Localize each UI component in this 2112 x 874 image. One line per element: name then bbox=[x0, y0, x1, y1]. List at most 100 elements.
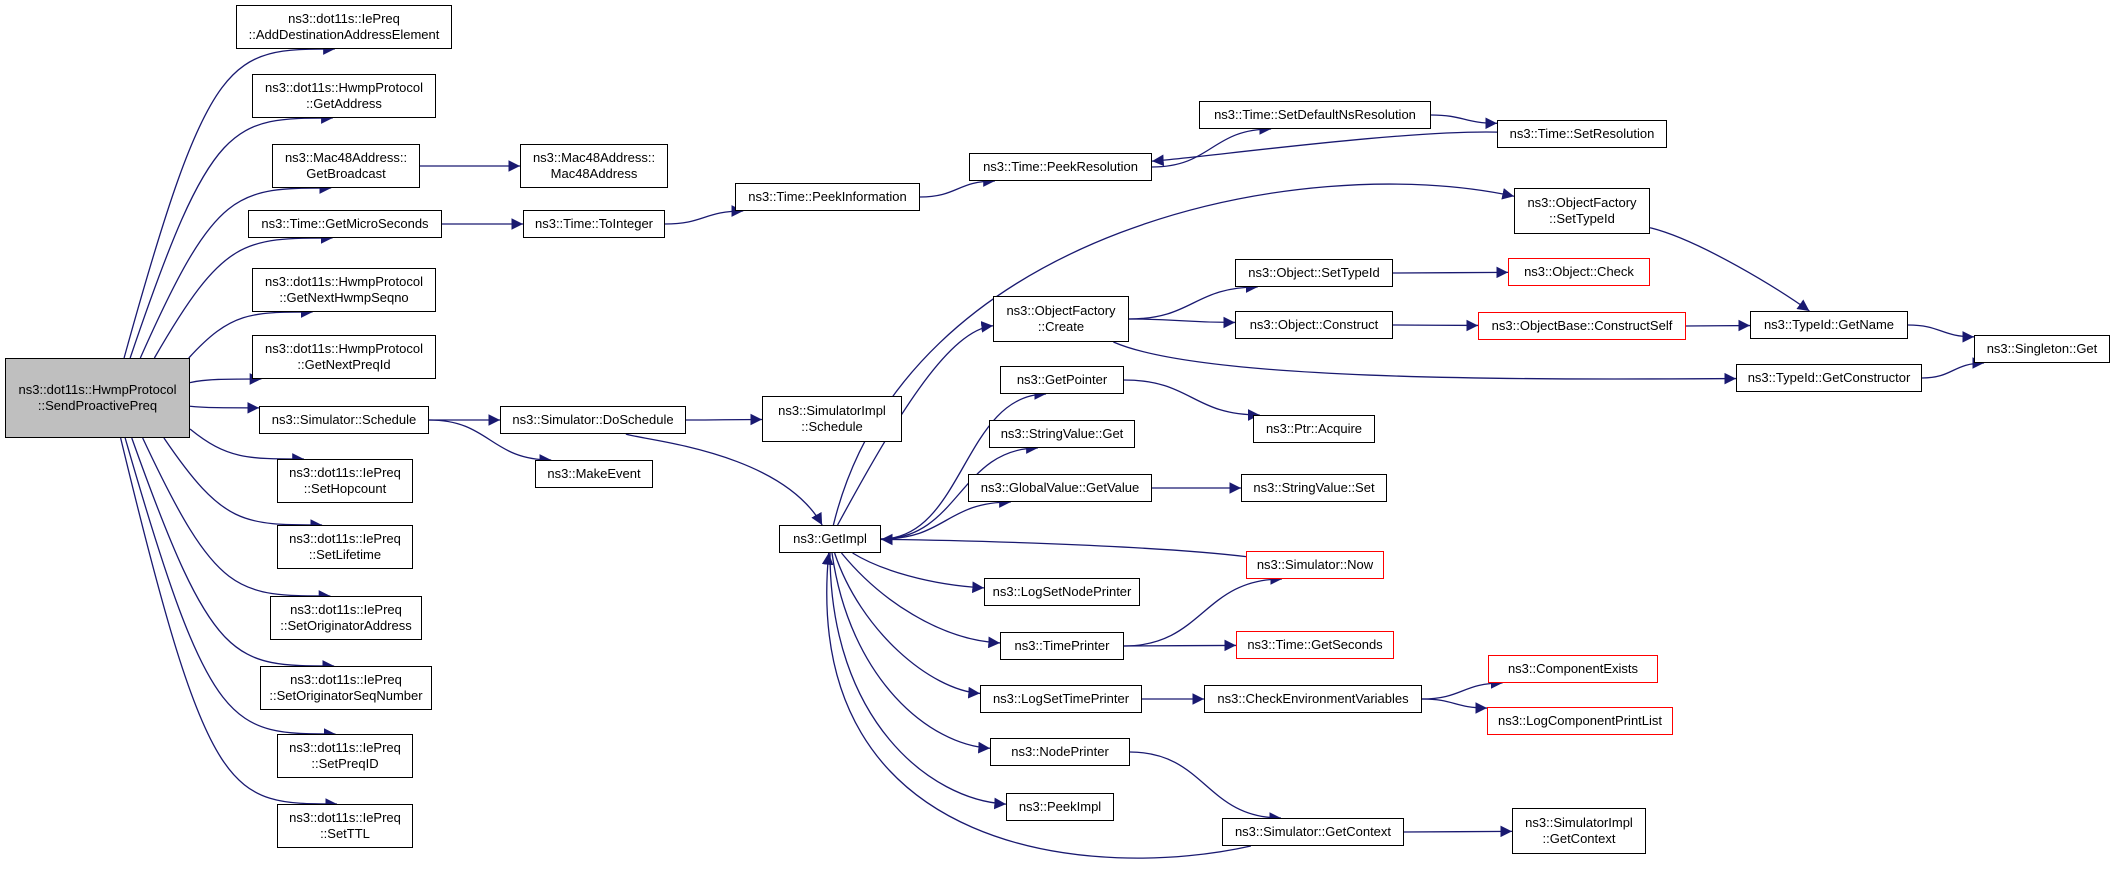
node-add-dest[interactable]: ns3::dot11s::IePreq::AddDestinationAddre… bbox=[236, 5, 452, 49]
edge-ofCreate-to-objSetTypeId bbox=[1128, 281, 1258, 320]
node-label-line: ns3::ObjectBase::ConstructSelf bbox=[1491, 318, 1673, 333]
node-schedule[interactable]: ns3::Simulator::Schedule bbox=[259, 406, 429, 434]
edge-checkEnv-to-compExists bbox=[1421, 677, 1503, 700]
node-type-get-name[interactable]: ns3::TypeId::GetName bbox=[1750, 311, 1908, 339]
node-label-line: ns3::TypeId::GetConstructor bbox=[1747, 370, 1911, 385]
edge-root-to-getBroadcast bbox=[139, 182, 332, 359]
node-set-hop[interactable]: ns3::dot11s::IePreq::SetHopcount bbox=[277, 459, 413, 503]
node-label-line: ::GetNextHwmpSeqno bbox=[279, 290, 409, 305]
node-label-line: ns3::dot11s::HwmpProtocol bbox=[265, 80, 423, 95]
node-peek-impl[interactable]: ns3::PeekImpl bbox=[1006, 793, 1114, 821]
edge-checkEnv-to-logCompList bbox=[1421, 698, 1488, 714]
node-obj-set-type-id[interactable]: ns3::Object::SetTypeId bbox=[1235, 259, 1393, 287]
node-set-res[interactable]: ns3::Time::SetResolution bbox=[1497, 120, 1667, 148]
node-label-line: ns3::Time::PeekInformation bbox=[748, 189, 907, 204]
node-label-line: ns3::PeekImpl bbox=[1018, 799, 1102, 814]
node-label-line: ns3::LogComponentPrintList bbox=[1497, 713, 1663, 728]
edge-getImpl-to-nodePrinter bbox=[831, 552, 991, 754]
edge-root-to-getMicro bbox=[153, 232, 333, 359]
node-label-line: ns3::GetImpl bbox=[793, 531, 867, 546]
node-label-line: ns3::dot11s::HwmpProtocol bbox=[18, 382, 177, 397]
node-get-seconds[interactable]: ns3::Time::GetSeconds bbox=[1236, 631, 1394, 659]
edge-getContext-to-getImpl bbox=[821, 552, 1252, 859]
edge-root-to-setOrigAddr bbox=[142, 437, 331, 602]
node-set-t-t-l[interactable]: ns3::dot11s::IePreq::SetTTL bbox=[277, 804, 413, 848]
node-node-printer[interactable]: ns3::NodePrinter bbox=[990, 738, 1130, 766]
node-get-pointer[interactable]: ns3::GetPointer bbox=[1000, 366, 1124, 394]
node-get-impl[interactable]: ns3::GetImpl bbox=[779, 525, 881, 553]
node-mac48[interactable]: ns3::Mac48Address::Mac48Address bbox=[520, 144, 668, 188]
node-label-line: ns3::dot11s::IePreq bbox=[290, 602, 402, 617]
edge-peekInfo-to-peekRes bbox=[919, 175, 995, 198]
node-label-line: ns3::ObjectFactory bbox=[1527, 195, 1637, 210]
edge-getPointer-to-ptrAcquire bbox=[1123, 379, 1260, 421]
node-log-set-node[interactable]: ns3::LogSetNodePrinter bbox=[984, 578, 1140, 606]
node-singleton-get[interactable]: ns3::Singleton::Get bbox=[1974, 335, 2110, 363]
edge-nodePrinter-to-getContext bbox=[1129, 751, 1281, 824]
node-do-schedule[interactable]: ns3::Simulator::DoSchedule bbox=[500, 406, 686, 434]
edge-root-to-getAddress bbox=[129, 112, 333, 359]
node-label-line: ns3::GetPointer bbox=[1016, 372, 1108, 387]
node-label-line: ns3::Time::PeekResolution bbox=[983, 159, 1138, 174]
node-log-set-time[interactable]: ns3::LogSetTimePrinter bbox=[980, 685, 1142, 713]
node-time-printer[interactable]: ns3::TimePrinter bbox=[1000, 632, 1124, 660]
node-label-line: Mac48Address bbox=[550, 166, 638, 181]
node-make-event[interactable]: ns3::MakeEvent bbox=[535, 460, 653, 488]
node-label-line: ns3::NodePrinter bbox=[1011, 744, 1109, 759]
node-of-create[interactable]: ns3::ObjectFactory::Create bbox=[993, 296, 1129, 342]
node-label-line: ns3::ComponentExists bbox=[1507, 661, 1639, 676]
node-str-val-set[interactable]: ns3::StringValue::Set bbox=[1241, 474, 1387, 502]
node-label-line: ns3::StringValue::Set bbox=[1253, 480, 1375, 495]
node-get-context[interactable]: ns3::Simulator::GetContext bbox=[1222, 818, 1404, 846]
node-label-line: ::Create bbox=[1037, 319, 1085, 334]
node-get-broadcast[interactable]: ns3::Mac48Address::GetBroadcast bbox=[272, 144, 420, 188]
node-impl-schedule[interactable]: ns3::SimulatorImpl::Schedule bbox=[762, 396, 902, 442]
node-label-line: ::SetPreqID bbox=[311, 756, 379, 771]
node-obj-construct[interactable]: ns3::Object::Construct bbox=[1235, 311, 1393, 339]
node-gv-get-value[interactable]: ns3::GlobalValue::GetValue bbox=[968, 474, 1152, 502]
node-get-micro[interactable]: ns3::Time::GetMicroSeconds bbox=[248, 210, 442, 238]
node-sim-now[interactable]: ns3::Simulator::Now bbox=[1246, 551, 1384, 579]
node-label-line: ns3::Time::GetMicroSeconds bbox=[261, 216, 429, 231]
node-root[interactable]: ns3::dot11s::HwmpProtocol::SendProactive… bbox=[5, 358, 190, 438]
edge-typeGetName-to-singletonGet bbox=[1907, 324, 1975, 343]
node-label-line: ns3::Mac48Address:: bbox=[532, 150, 656, 165]
node-peek-info[interactable]: ns3::Time::PeekInformation bbox=[735, 183, 920, 211]
node-label-line: ::SendProactivePreq bbox=[37, 398, 158, 413]
node-label-line: ::Schedule bbox=[801, 419, 863, 434]
node-label-line: ::GetContext bbox=[1542, 831, 1616, 846]
node-log-comp-list[interactable]: ns3::LogComponentPrintList bbox=[1487, 707, 1673, 735]
node-to-integer[interactable]: ns3::Time::ToInteger bbox=[523, 210, 665, 238]
node-label-line: ns3::Simulator::GetContext bbox=[1234, 824, 1392, 839]
edge-timePrinter-to-getSeconds bbox=[1123, 639, 1237, 652]
node-label-line: ns3::dot11s::HwmpProtocol bbox=[265, 274, 423, 289]
node-obj-check[interactable]: ns3::Object::Check bbox=[1508, 258, 1650, 286]
node-set-life[interactable]: ns3::dot11s::IePreq::SetLifetime bbox=[277, 525, 413, 569]
edge-simNow-to-getImpl bbox=[880, 533, 1247, 558]
node-label-line: ns3::Mac48Address:: bbox=[284, 150, 408, 165]
node-check-env[interactable]: ns3::CheckEnvironmentVariables bbox=[1204, 685, 1422, 713]
edge-toInteger-to-peekInfo bbox=[664, 205, 744, 225]
node-impl-get-context[interactable]: ns3::SimulatorImpl::GetContext bbox=[1512, 808, 1646, 854]
node-ptr-acquire[interactable]: ns3::Ptr::Acquire bbox=[1253, 415, 1375, 443]
node-set-orig-addr[interactable]: ns3::dot11s::IePreq::SetOriginatorAddres… bbox=[270, 596, 422, 640]
node-get-next-preq[interactable]: ns3::dot11s::HwmpProtocol::GetNextPreqId bbox=[252, 335, 436, 379]
node-comp-exists[interactable]: ns3::ComponentExists bbox=[1488, 655, 1658, 683]
node-of-set-type-id[interactable]: ns3::ObjectFactory::SetTypeId bbox=[1514, 188, 1650, 234]
node-str-val-get[interactable]: ns3::StringValue::Get bbox=[989, 420, 1135, 448]
node-label-line: ns3::Time::ToInteger bbox=[534, 216, 653, 231]
node-set-orig-seq[interactable]: ns3::dot11s::IePreq::SetOriginatorSeqNum… bbox=[260, 666, 432, 710]
node-set-preq-id[interactable]: ns3::dot11s::IePreq::SetPreqID bbox=[277, 734, 413, 778]
node-set-def-ns[interactable]: ns3::Time::SetDefaultNsResolution bbox=[1199, 101, 1431, 129]
edge-getImpl-to-gvGetValue bbox=[880, 496, 1011, 540]
node-peek-res[interactable]: ns3::Time::PeekResolution bbox=[969, 153, 1152, 181]
edge-getImpl-to-logSetNode bbox=[852, 552, 985, 594]
edge-objSetTypeId-to-objCheck bbox=[1392, 266, 1509, 279]
edge-getImpl-to-peekImpl bbox=[829, 552, 1007, 810]
node-get-address[interactable]: ns3::dot11s::HwmpProtocol::GetAddress bbox=[252, 74, 436, 118]
node-get-constructor[interactable]: ns3::TypeId::GetConstructor bbox=[1736, 364, 1922, 392]
node-construct-self[interactable]: ns3::ObjectBase::ConstructSelf bbox=[1478, 312, 1686, 340]
node-get-next-seq[interactable]: ns3::dot11s::HwmpProtocol::GetNextHwmpSe… bbox=[252, 268, 436, 312]
